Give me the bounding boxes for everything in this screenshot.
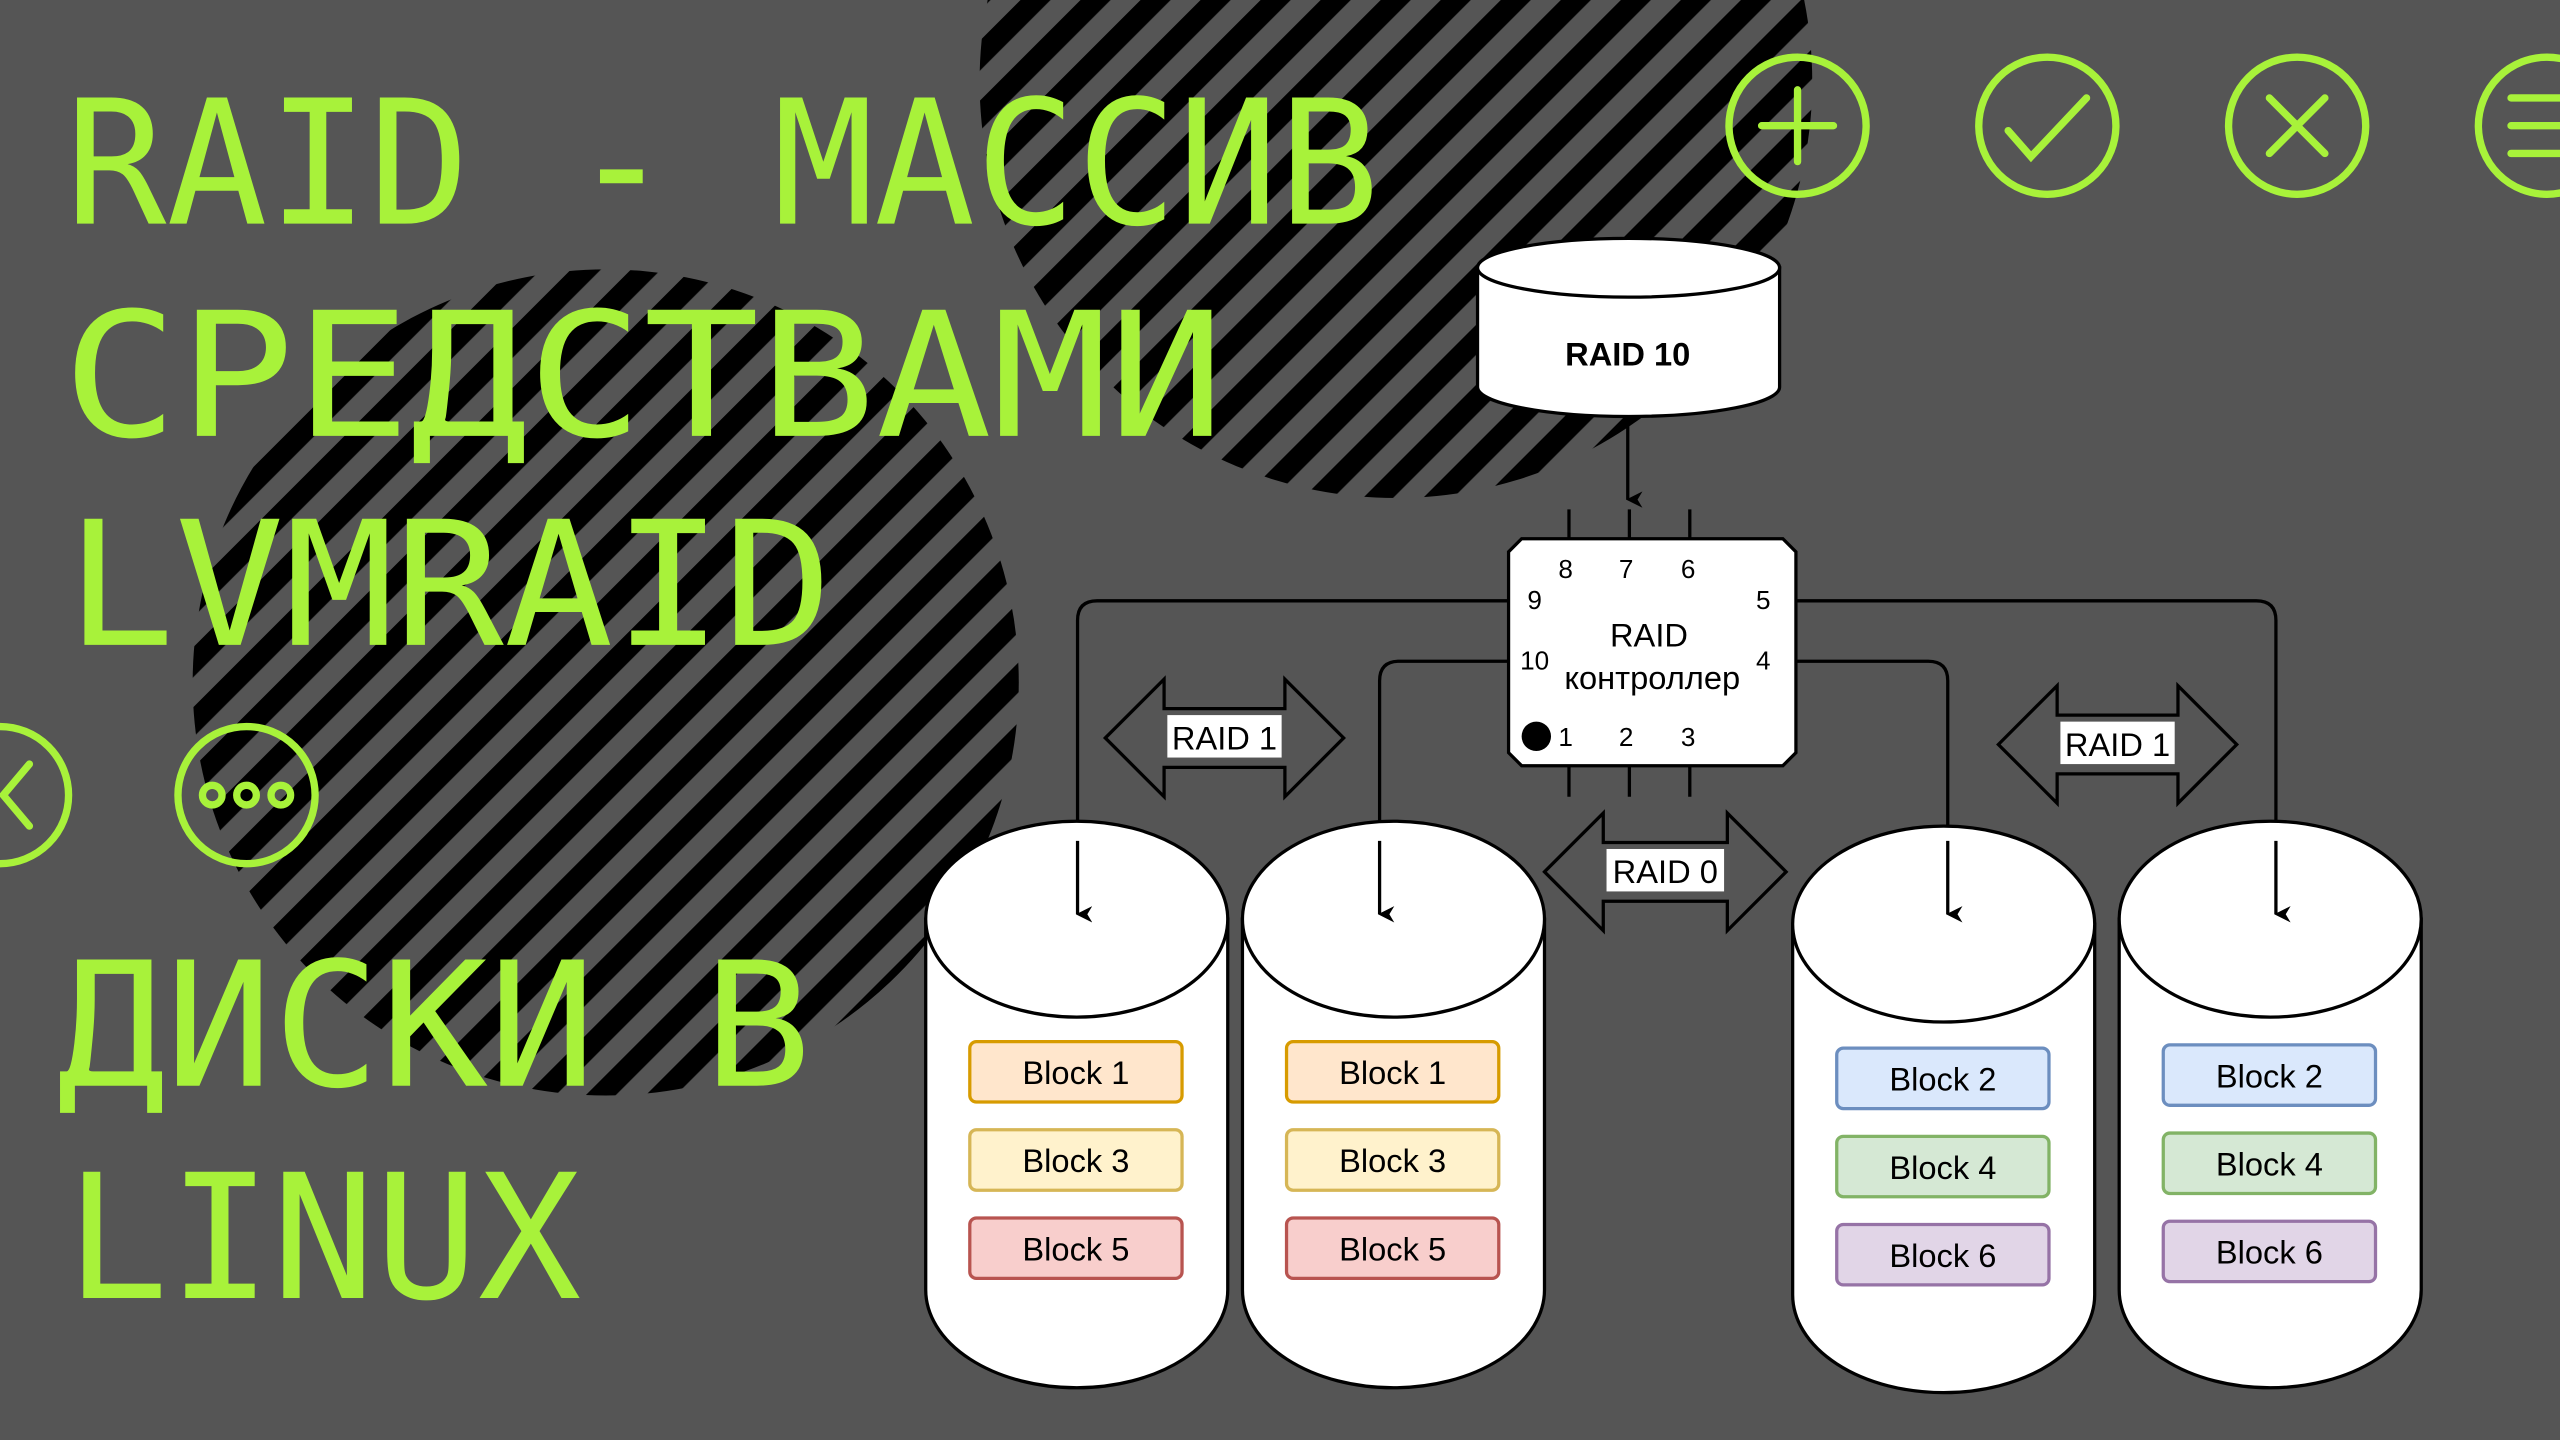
chevron-left-circle-icon[interactable] — [0, 722, 73, 868]
title-line-3: LVMRAID — [65, 484, 832, 686]
plus-circle-icon[interactable] — [1725, 53, 1870, 198]
connector-lines — [1075, 416, 2291, 923]
menu-circle-icon[interactable] — [2474, 53, 2560, 198]
port-label: 4 — [1756, 645, 1771, 675]
disk-block: Block 2 — [2161, 1043, 2378, 1107]
striped-circle-decoration — [192, 269, 1019, 1096]
raid-arrow-label: RAID 1 — [1172, 719, 1277, 756]
block-label: Block 4 — [2216, 1146, 2323, 1183]
title-line-4: ДИСКИ В — [57, 925, 811, 1127]
raid-double-arrow: RAID 1 — [1102, 675, 1346, 801]
port-indicator-dot — [1521, 721, 1552, 752]
disk-block: Block 3 — [1284, 1128, 1501, 1192]
port-label: 8 — [1558, 554, 1573, 584]
title-line-1: RAID - МАССИВ — [65, 63, 1379, 265]
block-label: Block 3 — [1339, 1142, 1446, 1179]
block-label: Block 3 — [1022, 1142, 1129, 1179]
block-label: Block 5 — [1022, 1230, 1129, 1267]
block-label: Block 2 — [2216, 1057, 2323, 1094]
block-label: Block 2 — [1889, 1061, 1996, 1098]
raid10-array: RAID 10 — [1475, 236, 1782, 419]
disk-block: Block 6 — [2161, 1219, 2378, 1284]
port-label: 9 — [1527, 585, 1542, 615]
block-label: Block 1 — [1022, 1054, 1129, 1091]
disk-block: Block 2 — [1835, 1046, 2051, 1111]
more-circle-icon[interactable] — [174, 722, 319, 868]
disk: Block 2 Block 4 Block 6 — [2117, 819, 2423, 1390]
raid-double-arrow: RAID 1 — [1996, 681, 2240, 808]
port-label: 3 — [1681, 722, 1696, 752]
block-label: Block 6 — [2216, 1234, 2323, 1271]
disk-block: Block 6 — [1835, 1222, 2051, 1287]
title-line-5: LINUX — [65, 1137, 581, 1339]
port-label: 2 — [1619, 722, 1634, 752]
port-label: 1 — [1558, 722, 1573, 752]
port-label: 5 — [1756, 585, 1771, 615]
title-line-2: СРЕДСТВАМИ — [62, 275, 1224, 477]
check-circle-icon[interactable] — [1975, 53, 2120, 198]
raid-controller: RAID контроллер 1 2 3 4 5 6 7 8 9 10 — [1506, 537, 1798, 768]
block-label: Block 1 — [1339, 1054, 1446, 1091]
disk-block: Block 1 — [1284, 1040, 1501, 1104]
disk: Block 2 Block 4 Block 6 — [1791, 824, 2097, 1395]
disk-block: Block 5 — [968, 1216, 1184, 1280]
port-label: 7 — [1619, 554, 1634, 584]
raid-arrow-label: RAID 1 — [2065, 726, 2170, 763]
block-label: Block 6 — [1889, 1237, 1996, 1274]
raid-arrow-label: RAID 0 — [1613, 853, 1718, 890]
block-label: Block 4 — [1889, 1149, 1996, 1186]
disk-block: Block 4 — [1835, 1134, 2051, 1199]
port-label: 6 — [1681, 554, 1696, 584]
raid-double-arrow: RAID 0 — [1542, 809, 1789, 935]
controller-label-line1: RAID — [1610, 617, 1688, 654]
controller-label-line2: контроллер — [1564, 659, 1740, 696]
close-circle-icon[interactable] — [2224, 53, 2370, 198]
disk: Block 1 Block 3 Block 5 — [1240, 819, 1547, 1390]
disk-block: Block 4 — [2161, 1131, 2378, 1196]
block-label: Block 5 — [1339, 1230, 1446, 1267]
disk-block: Block 3 — [968, 1128, 1184, 1192]
raid10-label: RAID 10 — [1565, 336, 1690, 373]
disk-block: Block 5 — [1284, 1216, 1501, 1280]
port-label: 10 — [1520, 645, 1549, 675]
disk: Block 1 Block 3 Block 5 — [924, 819, 1230, 1390]
disk-block: Block 1 — [968, 1040, 1184, 1104]
